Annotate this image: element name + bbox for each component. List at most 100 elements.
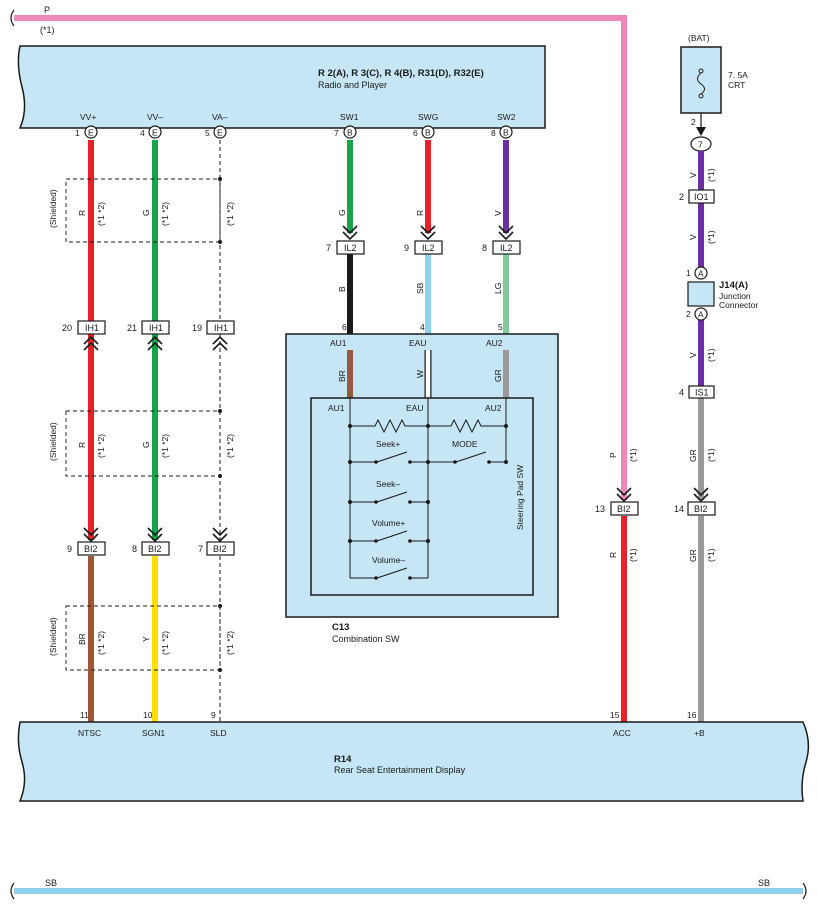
fuse-name: CRT (728, 80, 745, 90)
wire-note-b5: (*1) (706, 548, 716, 562)
wire-note-c3-top: (*1 *2) (225, 202, 235, 226)
shielded-label-mid: (Shielded) (48, 422, 58, 461)
rse-pin-num-16: 16 (687, 710, 697, 720)
conn-letter-b2: B (425, 128, 431, 138)
junction-pin-top: 1 (686, 268, 691, 278)
wire-note-c3-mid: (*1 *2) (225, 434, 235, 458)
wire-color-acc-bot: R (608, 552, 618, 558)
wire-note-b2: (*1) (706, 230, 716, 244)
conn-is1-pin: 4 (679, 388, 684, 398)
inner-label-eau: EAU (406, 403, 423, 413)
radio-pin-label-swg: SWG (418, 112, 438, 122)
wire-note-c1-top: (*1 *2) (96, 202, 106, 226)
conn-bi2-c: BI2 (213, 544, 227, 554)
radio-and-player-box: R 2(A), R 3(C), R 4(B), R31(D), R32(E) R… (17, 45, 546, 129)
wire-note-b4: (*1) (706, 448, 716, 462)
conn-bi2-e-pin: 14 (674, 504, 684, 514)
combo-title: C13 (332, 622, 349, 633)
conn-letter-b3: B (503, 128, 509, 138)
top-wire-color: P (44, 5, 50, 15)
combo-subtitle: Combination SW (332, 634, 400, 644)
radio-title: R 2(A), R 3(C), R 4(B), R31(D), R32(E) (318, 68, 484, 79)
top-wire-note: (*1) (40, 25, 55, 35)
bat-label: (BAT) (688, 33, 710, 43)
wire-note-c1-mid: (*1 *2) (96, 434, 106, 458)
wire-color-acc-top: P (608, 452, 618, 458)
wire-color-au2-in: GR (493, 369, 503, 382)
rse-pin-num-9: 9 (211, 710, 216, 720)
rse-pin-num-11: 11 (80, 710, 89, 720)
radio-pin-num-7: 7 (334, 128, 339, 138)
radio-pin-num-4: 4 (140, 128, 145, 138)
radio-pin-label-sw1: SW1 (340, 112, 359, 122)
wire-color-sw1-top: G (337, 209, 347, 216)
shield-boxes (65, 178, 221, 671)
switch-label-mode: MODE (452, 439, 478, 449)
bottom-sb-wire: SB SB (10, 878, 807, 900)
wire-color-au1-in: BR (337, 370, 347, 382)
conn-io1-pin: 2 (679, 192, 684, 202)
junction-letter-bot: A (698, 310, 704, 320)
wire-color-c2-mid: G (141, 441, 151, 448)
conn-letter-b1: B (347, 128, 353, 138)
conn-ih1-a: IH1 (85, 323, 99, 333)
wire-color-sw1-mid: B (337, 286, 347, 292)
conn-ih1-b: IH1 (149, 323, 163, 333)
switch-wire-labels: G R V B SB LG (337, 209, 503, 294)
conn-letter-e1: E (88, 128, 94, 138)
combination-sw-box: 6 4 5 AU1 EAU AU2 BR W GR AU1 EAU AU2 (285, 322, 559, 618)
rse-pin-label-acc: ACC (613, 728, 631, 738)
bottom-wire-color-right: SB (758, 878, 770, 888)
conn-letter-e2: E (152, 128, 158, 138)
wire-note-acc-top: (*1) (628, 448, 638, 462)
rse-pin-label-sld: SLD (210, 728, 227, 738)
wire-note-c3-bot: (*1 *2) (225, 631, 235, 655)
wire-color-swg-mid: SB (415, 282, 425, 294)
conn-bi2-b: BI2 (148, 544, 162, 554)
fuse-rating: 7. 5A (728, 70, 748, 80)
switch-wires (347, 140, 509, 334)
inner-label-au2: AU2 (485, 403, 502, 413)
acc-wire: BI2 13 P (*1) R (*1) (595, 448, 639, 722)
conn-bi2-d-pin: 13 (595, 504, 605, 514)
conn-bi2-a: BI2 (84, 544, 98, 554)
wire-color-b4: GR (688, 449, 698, 462)
top-pink-wire: P (*1) (10, 5, 627, 500)
radio-pin-num-1: 1 (75, 128, 80, 138)
junction-pin-bot: 2 (686, 309, 691, 319)
combo-pin-label-au1: AU1 (330, 338, 347, 348)
wire-color-c2-bot: Y (141, 636, 151, 642)
wire-color-sw2-top: V (493, 210, 503, 216)
conn-il2-b: IL2 (422, 243, 435, 253)
wire-color-b2: V (688, 234, 698, 240)
conn-bi2-d: BI2 (617, 504, 631, 514)
rse-subtitle: Rear Seat Entertainment Display (334, 765, 466, 775)
wire-color-c1-mid: R (77, 442, 87, 448)
conn-bi2-e: BI2 (694, 504, 708, 514)
conn-il2-c: IL2 (500, 243, 513, 253)
shielded-label-bot: (Shielded) (48, 617, 58, 656)
radio-pin-num-6: 6 (413, 128, 418, 138)
wire-note-c2-mid: (*1 *2) (160, 434, 170, 458)
wire-color-b1: V (688, 172, 698, 178)
conn-il2-c-pin: 8 (482, 243, 487, 253)
plus-b-wire: IO1 2 A 1 A 2 J14(A) Junction Connector … (674, 151, 758, 722)
junction-title: J14(A) (719, 280, 748, 291)
left-wire-labels: R (*1 *2) G (*1 *2) (*1 *2) R (*1 *2) G … (77, 202, 235, 655)
wire-break-left-top (10, 9, 15, 27)
wire-note-b1: (*1) (706, 168, 716, 182)
wire-color-swg-top: R (415, 210, 425, 216)
wire-note-c1-bot: (*1 *2) (96, 631, 106, 655)
wire-note-c2-bot: (*1 *2) (160, 631, 170, 655)
conn-bi2-c-pin: 7 (198, 544, 203, 554)
shield-dots (218, 177, 222, 672)
inner-label-au1: AU1 (328, 403, 345, 413)
wire-color-b5: GR (688, 549, 698, 562)
conn-ih1-c: IH1 (214, 323, 228, 333)
radio-pin-circles: E E E B B B (84, 125, 513, 139)
wire-note-b3: (*1) (706, 348, 716, 362)
fuse-pin: 2 (691, 117, 696, 127)
radio-pin-label-vaminus: VA– (212, 112, 228, 122)
junction-line2: Connector (719, 300, 758, 310)
switch-label-volume-plus: Volume+ (372, 518, 405, 528)
